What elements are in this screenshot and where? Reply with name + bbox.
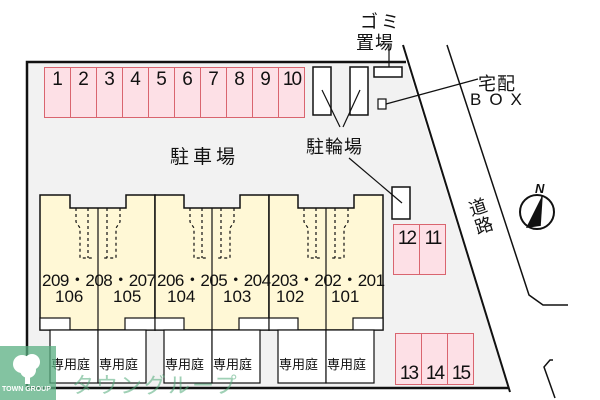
private-garden-105: 専用庭 [99, 358, 139, 373]
parking-space-1: 1 [44, 67, 71, 118]
bicycle-parking-label: 駐輪場 [306, 137, 363, 158]
unit-105: 105 [113, 287, 142, 306]
parking-space-11: 11 [419, 224, 446, 275]
garbage-area-label-top: ゴミ [360, 12, 402, 33]
delivery-box-label-bottom: BOX [470, 90, 530, 109]
watermark-sub: TOWN GROUP [2, 386, 51, 393]
parking-space-7: 7 [200, 67, 227, 118]
parking-space-3: 3 [96, 67, 123, 118]
units-upper-block-2: 206・205・204 [157, 271, 271, 290]
delivery-box-label-top: 宅配 [478, 74, 516, 95]
private-garden-103: 専用庭 [213, 358, 253, 373]
parking-space-10: 10 [278, 67, 305, 118]
parking-space-13: 13 [395, 333, 422, 385]
unit-104: 104 [167, 287, 196, 306]
private-garden-104: 専用庭 [165, 358, 205, 373]
watermark-logo-icon [0, 346, 56, 400]
watermark-brand: タウングループ [72, 374, 239, 399]
parking-space-4: 4 [122, 67, 149, 118]
parking-space-2: 2 [70, 67, 97, 118]
private-garden-101: 専用庭 [327, 358, 367, 373]
unit-102: 102 [276, 287, 305, 306]
parking-space-5: 5 [148, 67, 175, 118]
unit-101: 101 [331, 287, 360, 306]
parking-space-9: 9 [252, 67, 279, 118]
parking-space-12: 12 [393, 224, 420, 275]
parking-lot-label: 駐車場 [170, 146, 240, 168]
parking-space-8: 8 [226, 67, 253, 118]
parking-space-15: 15 [447, 333, 474, 385]
unit-106: 106 [55, 287, 84, 306]
units-upper-block-1: 209・208・207 [42, 271, 156, 290]
parking-space-14: 14 [421, 333, 448, 385]
private-garden-106: 専用庭 [51, 358, 91, 373]
north-label: N [535, 181, 546, 196]
units-upper-block-3: 203・202・201 [271, 271, 385, 290]
parking-space-6: 6 [174, 67, 201, 118]
garbage-area-label-bottom: 置場 [356, 33, 394, 54]
private-garden-102: 専用庭 [279, 358, 319, 373]
north-compass-icon [519, 194, 555, 230]
unit-103: 103 [223, 287, 252, 306]
